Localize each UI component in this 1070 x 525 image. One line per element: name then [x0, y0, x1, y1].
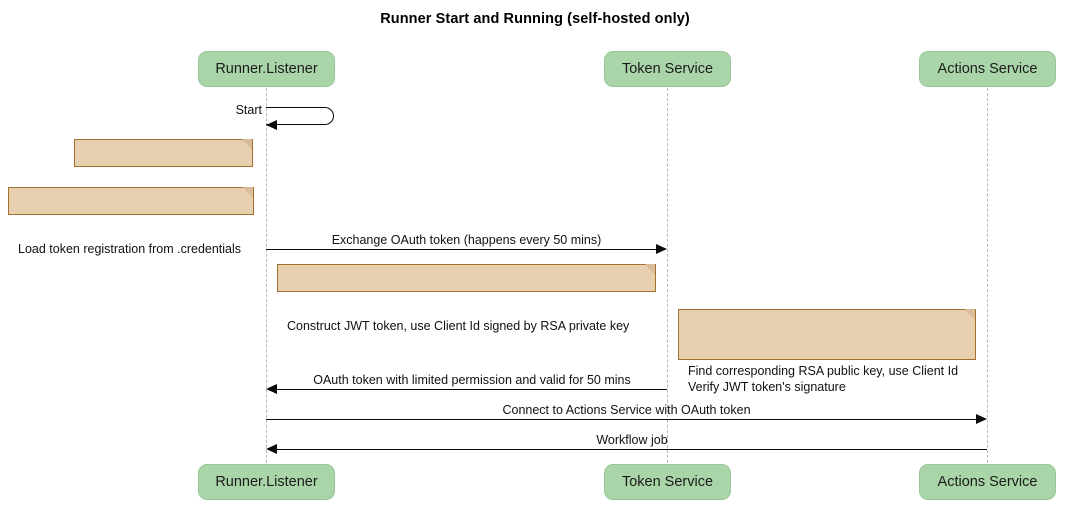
message-label-workflow-job: Workflow job	[596, 433, 668, 447]
message-label-connect-actions-service: Connect to Actions Service with OAuth to…	[502, 403, 751, 417]
note-fold-inner-icon	[243, 187, 253, 197]
message-line-connect-actions-service	[266, 419, 976, 420]
arrow-head-connect-actions-service	[976, 413, 987, 424]
note-verify-jwt-text: Find corresponding RSA public key, use C…	[688, 364, 959, 394]
participant-runner-listener-bottom[interactable]: Runner.Listener	[198, 464, 335, 500]
note-fold-inner-icon	[645, 264, 655, 274]
note-load-token-registration: Load token registration from .credential…	[8, 187, 254, 256]
message-label-exchange-oauth-token: Exchange OAuth token (happens every 50 m…	[331, 233, 602, 247]
lifeline-token	[667, 88, 668, 463]
participant-actions-service-bottom[interactable]: Actions Service	[919, 464, 1056, 500]
note-fold-inner-icon	[242, 139, 252, 149]
arrow-head-exchange-oauth-token	[656, 243, 667, 254]
participant-token-service-top[interactable]: Token Service	[604, 51, 731, 87]
lifeline-runner	[266, 88, 267, 463]
note-load-token-registration-text: Load token registration from .credential…	[18, 242, 242, 256]
message-line-workflow-job	[277, 449, 987, 450]
message-label-start: Start	[235, 103, 262, 117]
participant-token-service-bottom[interactable]: Token Service	[604, 464, 731, 500]
arrow-head-workflow-job	[266, 443, 277, 454]
arrow-head-oauth-token-returned	[266, 383, 277, 394]
note-construct-jwt: Construct JWT token, use Client Id signe…	[277, 264, 656, 333]
note-load-config: Load config info from .runner	[74, 139, 253, 208]
arrow-head-start	[266, 119, 277, 130]
lifeline-actions	[987, 88, 988, 463]
note-fold-inner-icon	[965, 309, 975, 319]
page-title: Runner Start and Running (self-hosted on…	[380, 11, 690, 27]
note-construct-jwt-text: Construct JWT token, use Client Id signe…	[287, 319, 630, 333]
participant-actions-service-top[interactable]: Actions Service	[919, 51, 1056, 87]
message-label-oauth-token-returned: OAuth token with limited permission and …	[313, 373, 631, 387]
participant-runner-listener-top[interactable]: Runner.Listener	[198, 51, 335, 87]
message-line-exchange-oauth-token	[266, 249, 656, 250]
message-line-oauth-token-returned	[277, 389, 667, 390]
note-verify-jwt: Find corresponding RSA public key, use C…	[678, 309, 976, 394]
message-line-start-self-loop	[266, 107, 334, 125]
